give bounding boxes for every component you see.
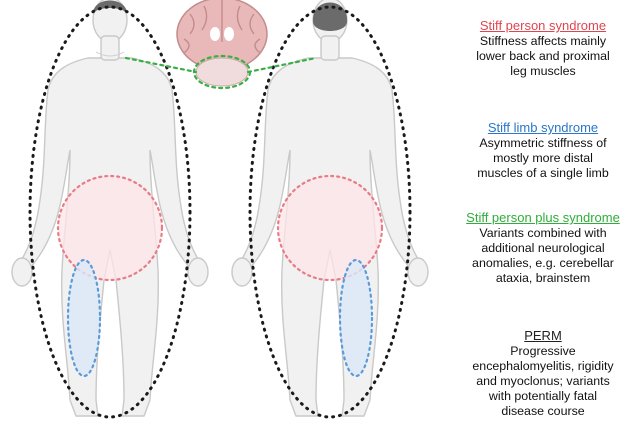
legend-splus: Stiff person plus syndrome Variants comb… [448, 210, 638, 286]
splus-brainstem-region [192, 54, 252, 90]
legend-slimb-title: Stiff limb syndrome [487, 120, 599, 135]
legend-splus-description: Variants combined with additional neurol… [472, 226, 614, 285]
slimb-region-front [66, 258, 102, 378]
perm-outline-front [28, 5, 192, 419]
legend-perm-title: PERM [524, 328, 562, 343]
legend-sps-description: Stiffness affects mainly lower back and … [476, 34, 610, 78]
legend-sps: Stiff person syndrome Stiffness affects … [448, 18, 638, 79]
sps-region-back [276, 174, 384, 282]
legend-slimb: Stiff limb syndrome Asymmetric stiffness… [448, 120, 638, 181]
legend-sps-title: Stiff person syndrome [479, 18, 607, 33]
sps-region-front [56, 174, 164, 282]
legend-splus-title: Stiff person plus syndrome [466, 210, 620, 225]
splus-connector [124, 56, 318, 74]
legend-perm-description: Progressive encephalomyelitis, rigidity … [472, 344, 614, 418]
slimb-region-back [338, 258, 374, 378]
legend-perm: PERM Progressive encephalomyelitis, rigi… [448, 328, 638, 419]
legend-slimb-description: Asymmetric stiffness of mostly more dist… [477, 136, 609, 180]
perm-outline-back [248, 5, 412, 419]
human-body-front-icon [11, 0, 209, 417]
brain-coronal-section-icon [176, 0, 268, 87]
human-body-back-icon [231, 0, 429, 417]
